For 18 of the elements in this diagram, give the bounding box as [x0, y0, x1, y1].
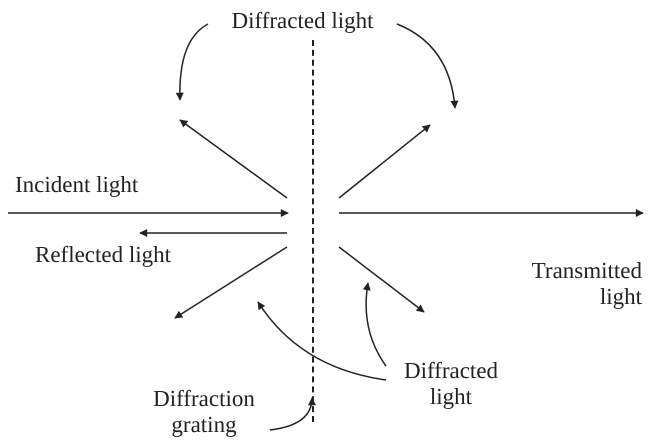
edge-label: Transmitted light	[530, 258, 642, 310]
incident-ray-arrow	[8, 209, 289, 217]
callout-label: Diffraction grating	[140, 386, 268, 438]
edge-label: Reflected light	[35, 242, 172, 268]
diffracted-ray-arrow	[338, 246, 425, 313]
leader-arrow	[396, 23, 458, 109]
callout-label: Diffracted light	[386, 358, 516, 410]
edge-label: Incident light	[15, 172, 138, 198]
leader-arrow	[176, 23, 208, 101]
leader-arrow	[270, 397, 316, 431]
diffracted-ray-arrow	[338, 124, 431, 199]
transmitted-ray-arrow	[339, 209, 644, 217]
leader-arrow	[363, 282, 387, 366]
diffracted-ray-arrow	[179, 119, 288, 199]
diffracted-ray-arrow	[174, 246, 288, 319]
reflected-ray-arrow	[139, 229, 287, 237]
callout-label: Diffracted light	[210, 8, 395, 34]
leader-arrow	[257, 301, 386, 381]
